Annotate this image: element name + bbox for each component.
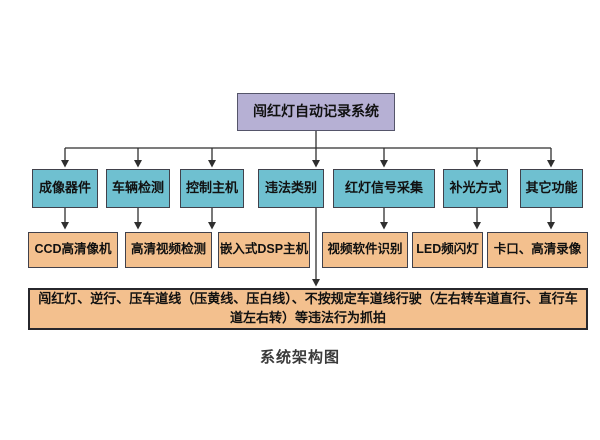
node-vehicle-detection: 车辆检测	[106, 169, 170, 208]
node-hd-video-detection: 高清视频检测	[125, 232, 212, 268]
node-ccd-hd-camera: CCD高清像机	[28, 232, 118, 268]
node-embedded-dsp-host: 嵌入式DSP主机	[218, 232, 310, 268]
node-imaging-device: 成像器件	[32, 169, 98, 208]
node-led-strobe-light: LED频闪灯	[412, 232, 483, 268]
level2-to-level3-arrows	[61, 208, 555, 230]
node-other-functions: 其它功能	[520, 169, 583, 208]
diagram-caption: 系统架构图	[259, 349, 340, 366]
bus-drop-arrows	[61, 148, 555, 168]
node-fill-light-mode: 补光方式	[443, 169, 508, 208]
violations-summary-box: 闯红灯、逆行、压车道线（压黄线、压白线）、不按规定车道线行驶（左右转车道直行、直…	[28, 288, 588, 330]
node-control-host: 控制主机	[180, 169, 244, 208]
node-red-light-signal-capture: 红灯信号采集	[333, 169, 435, 208]
node-violation-type: 违法类别	[258, 169, 324, 208]
node-video-software-recognition: 视频软件识别	[322, 232, 408, 268]
violation-to-wide-arrow	[312, 208, 320, 287]
node-checkpoint-hd-recording: 卡口、高清录像	[487, 232, 588, 268]
trunk-connector	[65, 131, 551, 149]
node-root-system: 闯红灯自动记录系统	[237, 93, 395, 131]
